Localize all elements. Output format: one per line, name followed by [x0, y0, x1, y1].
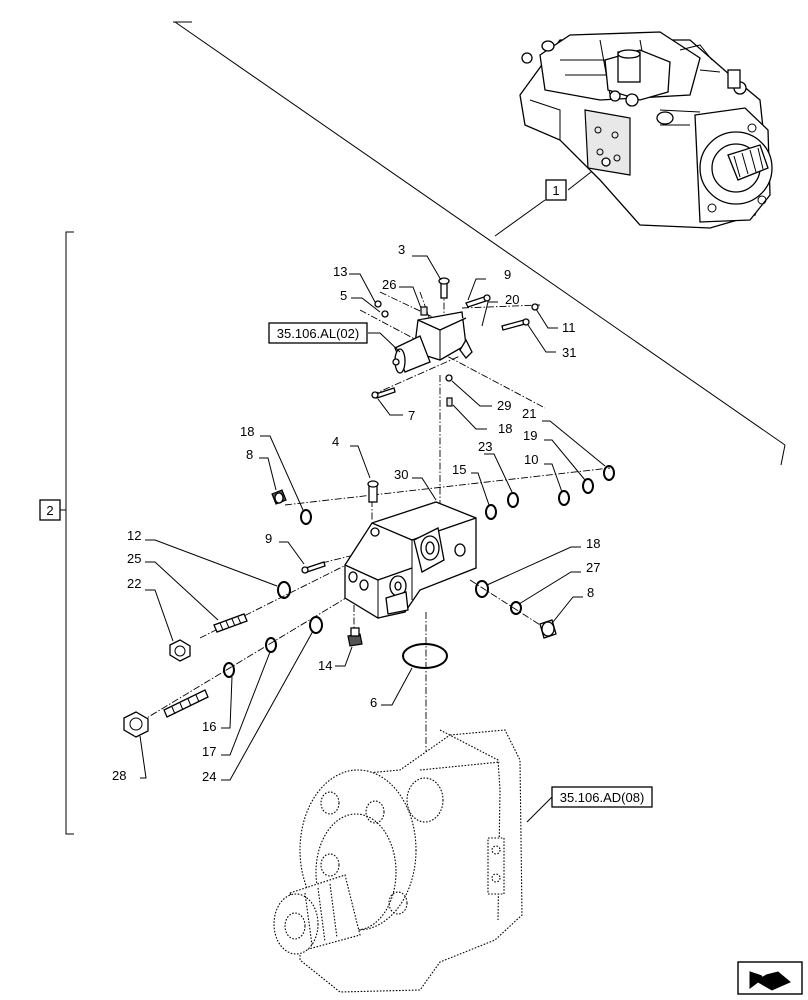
reference-upper[interactable]: 35.106.AL(02): [268, 322, 368, 344]
callout-10[interactable]: 10: [524, 452, 538, 467]
pump-assembly-illustration: [173, 21, 786, 466]
leader-lines-upper: [349, 255, 558, 430]
leader-lines-main: [139, 420, 606, 781]
callout-19[interactable]: 19: [523, 428, 537, 443]
callout-31[interactable]: 31: [562, 345, 576, 360]
callout-27[interactable]: 27: [586, 560, 600, 575]
callout-11[interactable]: 11: [562, 320, 576, 335]
callout-12[interactable]: 12: [127, 528, 141, 543]
callout-3[interactable]: 3: [398, 242, 405, 257]
callout-13[interactable]: 13: [333, 264, 347, 279]
callout-4[interactable]: 4: [332, 434, 339, 449]
callout-28[interactable]: 28: [112, 768, 126, 783]
reference-label: 35.106.AL(02): [277, 326, 359, 341]
main-valve-group: [123, 465, 615, 830]
callout-21[interactable]: 21: [522, 406, 536, 421]
callout-30[interactable]: 30: [394, 467, 408, 482]
callout-18-left[interactable]: 18: [240, 424, 254, 439]
callout-label: 2: [46, 503, 53, 518]
callout-24[interactable]: 24: [202, 769, 216, 784]
callout-1[interactable]: 1: [545, 179, 567, 201]
callout-26[interactable]: 26: [382, 277, 396, 292]
callout-22[interactable]: 22: [127, 576, 141, 591]
callout-18-upper[interactable]: 18: [498, 421, 512, 436]
callout-16[interactable]: 16: [202, 719, 216, 734]
reference-label: 35.106.AD(08): [560, 790, 645, 805]
callout-8-right[interactable]: 8: [587, 585, 594, 600]
next-page-arrow-icon[interactable]: [737, 961, 803, 995]
reference-lower[interactable]: 35.106.AD(08): [526, 786, 653, 823]
callout-5[interactable]: 5: [340, 288, 347, 303]
callout-7[interactable]: 7: [408, 408, 415, 423]
callout-25[interactable]: 25: [127, 551, 141, 566]
callout-17[interactable]: 17: [202, 744, 216, 759]
callout-6[interactable]: 6: [370, 695, 377, 710]
assembly-bracket: [60, 231, 74, 835]
callout-14[interactable]: 14: [318, 658, 332, 673]
valve-subassembly: [359, 277, 546, 510]
callout-29[interactable]: 29: [497, 398, 511, 413]
callout-18-right[interactable]: 18: [586, 536, 600, 551]
callout-20[interactable]: 20: [505, 292, 519, 307]
callout-15[interactable]: 15: [452, 462, 466, 477]
callout-23[interactable]: 23: [478, 439, 492, 454]
callout-2[interactable]: 2: [39, 499, 61, 521]
pump-housing-ghost: [273, 729, 523, 993]
callout-9-upper[interactable]: 9: [504, 267, 511, 282]
callout-label: 1: [552, 183, 559, 198]
callout-8-left[interactable]: 8: [246, 447, 253, 462]
callout-9-lower[interactable]: 9: [265, 531, 272, 546]
